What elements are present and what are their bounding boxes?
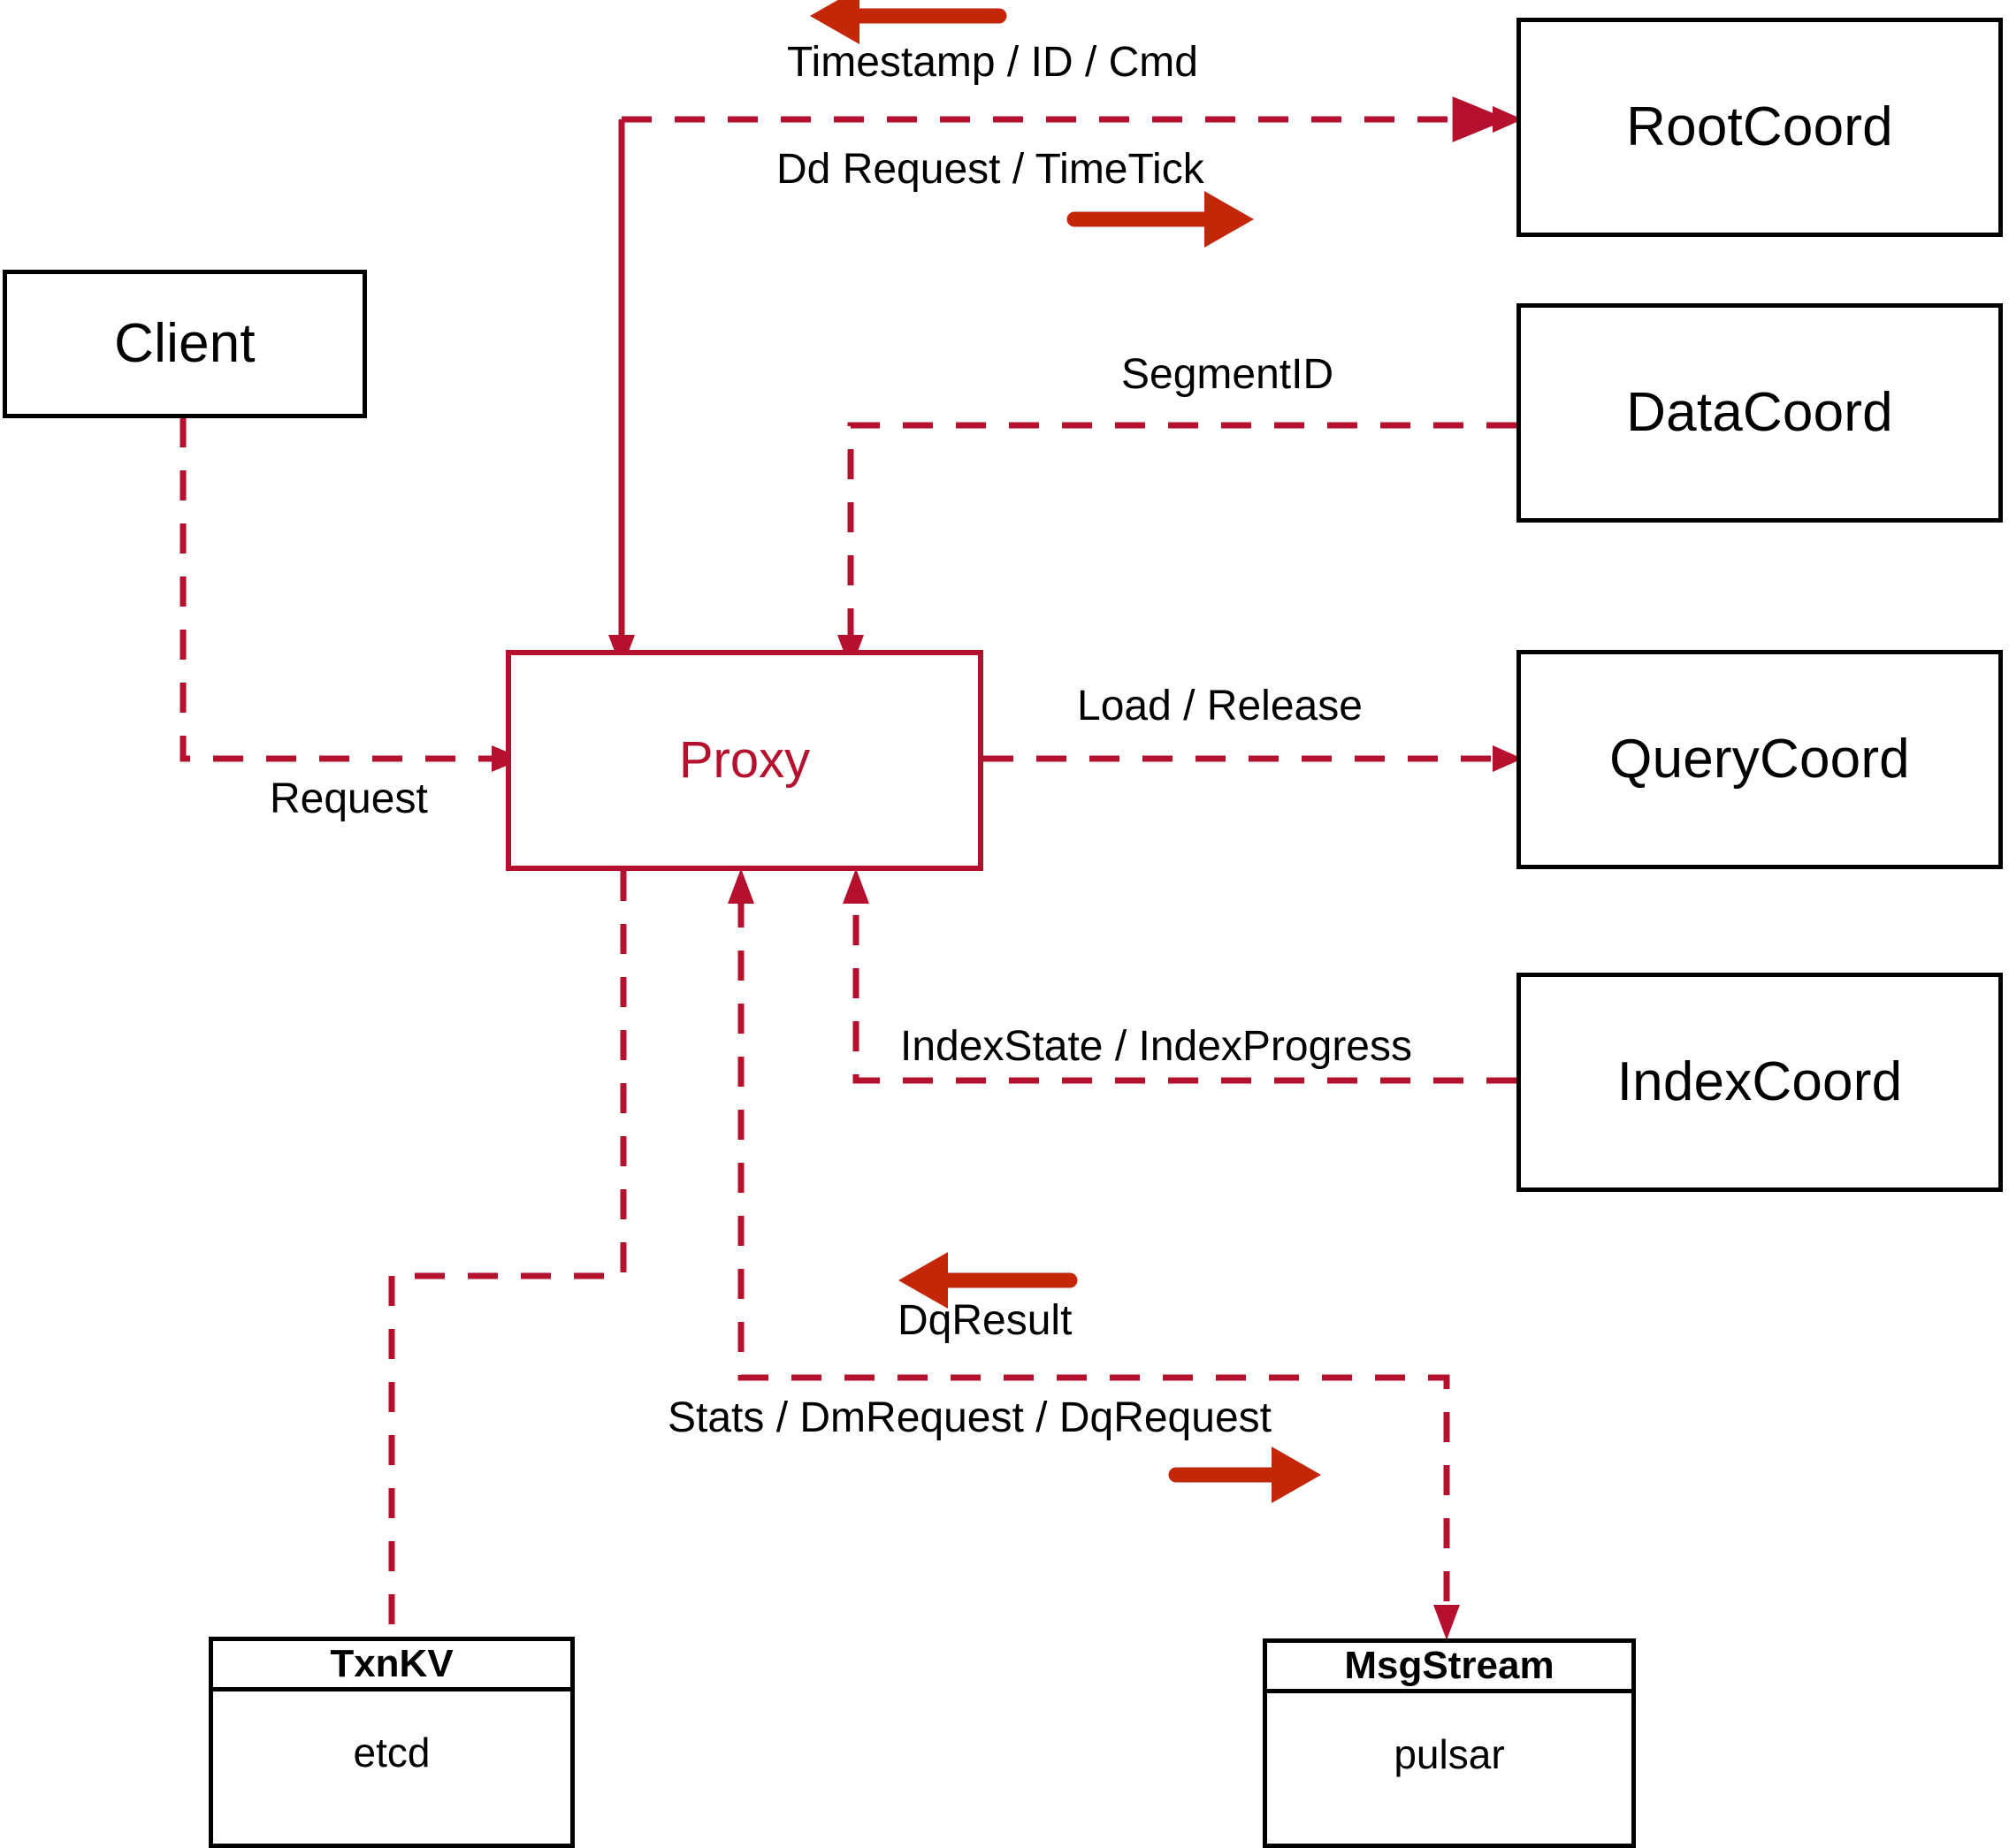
edge-datacoord-proxy: [837, 422, 1516, 670]
direction-arrow-stats-right: [1168, 1447, 1321, 1503]
node-txnkv-header: TxnKV: [213, 1641, 570, 1691]
node-txnkv-title: TxnKV: [330, 1642, 454, 1685]
edge-label-load-release: Load / Release: [1077, 683, 1363, 729]
node-msgstream[interactable]: MsgStream pulsar: [1263, 1638, 1636, 1848]
edge-proxy-rootcoord: [618, 96, 1509, 650]
node-msgstream-impl: pulsar: [1394, 1731, 1505, 1777]
node-msgstream-header: MsgStream: [1267, 1643, 1631, 1693]
edge-label-request: Request: [270, 775, 428, 822]
node-txnkv-body: etcd: [213, 1691, 570, 1848]
node-proxy[interactable]: Proxy: [506, 650, 983, 871]
edge-proxy-txnkv: [388, 871, 627, 1637]
direction-arrow-timestamp-left: [810, 0, 1007, 44]
node-msgstream-title: MsgStream: [1344, 1644, 1554, 1687]
edge-label-stats-dm-dq-request: Stats / DmRequest / DqRequest: [668, 1394, 1272, 1441]
direction-arrow-ddrequest-right: [1066, 191, 1254, 248]
edge-indexcoord-proxy: [843, 868, 1516, 1084]
node-querycoord[interactable]: QueryCoord: [1516, 650, 2003, 869]
node-proxy-label: Proxy: [678, 731, 811, 789]
node-txnkv[interactable]: TxnKV etcd: [209, 1637, 575, 1848]
edge-label-segment-id: SegmentID: [1121, 351, 1334, 398]
node-indexcoord[interactable]: IndexCoord: [1516, 973, 2003, 1192]
node-msgstream-body: pulsar: [1267, 1693, 1631, 1848]
node-rootcoord[interactable]: RootCoord: [1516, 18, 2003, 237]
edge-label-timestamp-id-cmd: Timestamp / ID / Cmd: [787, 39, 1198, 86]
edge-proxy-msgstream: [728, 868, 1460, 1640]
node-txnkv-impl: etcd: [353, 1730, 431, 1775]
node-indexcoord-label: IndexCoord: [1616, 1051, 1903, 1112]
node-rootcoord-label: RootCoord: [1626, 96, 1893, 157]
edge-label-index-state-progress: IndexState / IndexProgress: [900, 1023, 1412, 1070]
edge-client-proxy: [180, 417, 523, 772]
node-client-label: Client: [114, 313, 256, 374]
edge-label-dq-result: DqResult: [898, 1297, 1073, 1344]
node-client[interactable]: Client: [3, 270, 367, 418]
node-datacoord-label: DataCoord: [1626, 382, 1893, 443]
node-querycoord-label: QueryCoord: [1609, 729, 1910, 790]
edge-proxy-querycoord: [983, 745, 1523, 772]
edge-label-dd-request-timetick: Dd Request / TimeTick: [776, 146, 1204, 193]
direction-arrow-dqresult-left: [898, 1252, 1078, 1309]
node-datacoord[interactable]: DataCoord: [1516, 303, 2003, 523]
